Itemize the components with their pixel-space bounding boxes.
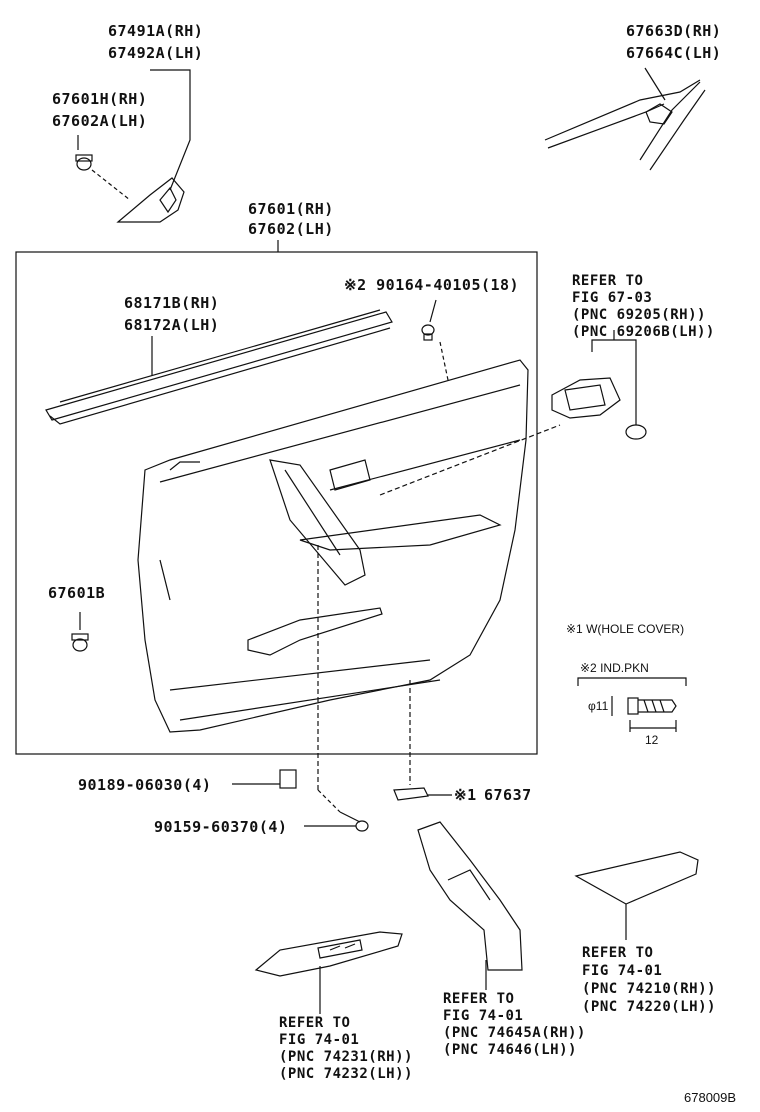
- screw-90159: [339, 811, 369, 832]
- ref-7401a-line1: REFER TO: [582, 945, 654, 961]
- ref-6703-line1: REFER TO: [572, 273, 644, 289]
- dim-diameter: φ11: [588, 699, 609, 713]
- ref-6703-line3: (PNC 69205(RH)): [572, 307, 706, 323]
- ref-7401b-line2: FIG 74-01: [443, 1008, 524, 1024]
- ref-6703-line4: (PNC 69206B(LH)): [572, 324, 715, 340]
- label-67601: 67601(RH): [248, 200, 334, 218]
- armrest-cover: [574, 851, 699, 905]
- label-90164: ※2 90164-40105(18): [344, 276, 520, 294]
- clip-67601b: [71, 633, 89, 652]
- hole-cover-67637: [393, 787, 429, 801]
- ref-7401b-line4: (PNC 74646(LH)): [443, 1042, 577, 1058]
- ind-pkn-detail: [577, 677, 687, 732]
- ref-6703-line2: FIG 67-03: [572, 290, 653, 306]
- ref-7401c-line4: (PNC 74232(LH)): [279, 1066, 413, 1082]
- leader-67491a: [150, 69, 191, 191]
- label-67491a: 67491A(RH): [108, 22, 204, 40]
- nut-90189: [279, 769, 297, 789]
- label-67492a: 67492A(LH): [108, 44, 204, 62]
- door-trim-panel: [137, 359, 529, 733]
- door-pocket-garnish: [417, 821, 523, 971]
- label-68172a: 68172A(LH): [124, 316, 220, 334]
- ref-7401c-line3: (PNC 74231(RH)): [279, 1049, 413, 1065]
- ref-7401a-line2: FIG 74-01: [582, 963, 663, 979]
- label-90189: 90189-06030(4): [78, 776, 212, 794]
- door-trim-board-frame: [15, 251, 538, 755]
- mirror-corner-cover: [116, 177, 185, 223]
- ref-7401a-line3: (PNC 74210(RH)): [582, 981, 716, 997]
- ref-7401a-line4: (PNC 74220(LH)): [582, 999, 716, 1015]
- label-67602a: 67602A(LH): [52, 112, 148, 130]
- ref-7401b-line3: (PNC 74645A(RH)): [443, 1025, 586, 1041]
- label-90159: 90159-60370(4): [154, 818, 288, 836]
- dim-length: 12: [645, 733, 659, 747]
- note-hole-cover: ※1 W(HOLE COVER): [566, 622, 685, 636]
- power-window-switch-base: [254, 931, 403, 977]
- label-67663d: 67663D(RH): [626, 22, 722, 40]
- label-67637: 67637: [484, 786, 532, 804]
- belt-weatherstrip: [45, 309, 393, 425]
- label-67602: 67602(LH): [248, 220, 334, 238]
- clip-67601h: [75, 154, 93, 171]
- ref-7401b-line1: REFER TO: [443, 991, 515, 1007]
- window-frame-garnish: [544, 79, 706, 171]
- label-67601b: 67601B: [48, 584, 106, 602]
- label-67637-mark: ※1: [454, 786, 477, 804]
- label-67664c: 67664C(LH): [626, 44, 722, 62]
- label-68171b: 68171B(RH): [124, 294, 220, 312]
- ref-7401c-line1: REFER TO: [279, 1015, 351, 1031]
- label-67601h: 67601H(RH): [52, 90, 148, 108]
- note-ind-pkn: ※2 IND.PKN: [580, 661, 649, 675]
- ref-7401c-line2: FIG 74-01: [279, 1032, 360, 1048]
- figure-code: 678009B: [684, 1090, 737, 1105]
- inside-handle-bezel: [551, 377, 647, 440]
- screw-90164: [421, 324, 435, 341]
